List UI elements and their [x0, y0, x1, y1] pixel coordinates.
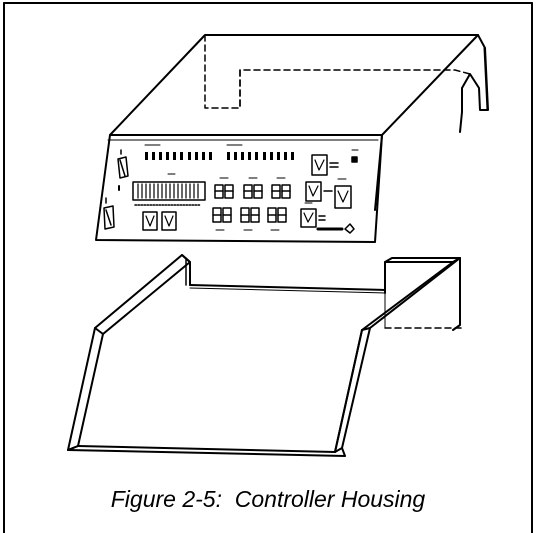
housing-base — [67, 254, 466, 457]
right-knobs — [300, 149, 359, 234]
figure-frame — [3, 2, 533, 533]
housing-cover — [109, 34, 489, 211]
front-panel — [95, 134, 383, 243]
led-row-right — [227, 152, 294, 160]
figure-caption: Figure 2-5: Controller Housing — [110, 486, 426, 512]
connector-top — [117, 149, 129, 179]
led-row-left — [145, 152, 212, 160]
connector-bottom — [103, 197, 115, 230]
bargraph-display — [132, 173, 206, 206]
segment-display-grid — [212, 177, 291, 231]
knob-pair — [142, 211, 177, 231]
